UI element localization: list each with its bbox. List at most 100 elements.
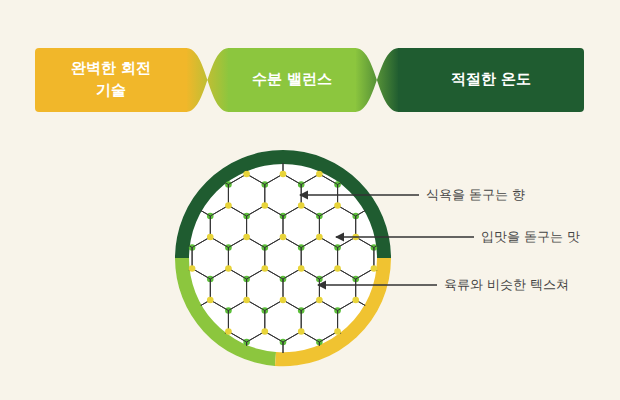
- hex-cell: [265, 237, 301, 279]
- lattice-dot: [189, 139, 196, 146]
- lattice-dot: [134, 171, 141, 178]
- hex-cell: [374, 237, 410, 279]
- lattice-dot: [225, 265, 232, 272]
- hex-cell: [301, 111, 337, 153]
- lattice-dot: [516, 307, 523, 314]
- lattice-dot: [425, 171, 432, 178]
- lattice-dot: [334, 391, 341, 398]
- hex-cell: [247, 206, 283, 248]
- hex-cell: [265, 174, 301, 216]
- hex-cell: [156, 237, 192, 279]
- hex-cell: [429, 206, 465, 248]
- lattice-dot: [371, 370, 378, 377]
- lattice-dot: [61, 234, 68, 241]
- lattice-dot: [298, 202, 305, 209]
- lattice-dot: [80, 244, 87, 251]
- hex-cell: [210, 143, 246, 185]
- lattice-dot: [98, 150, 105, 157]
- hex-cell: [319, 332, 355, 374]
- lattice-dot: [152, 181, 159, 188]
- lattice-dot: [171, 234, 178, 241]
- hex-cell: [465, 143, 501, 185]
- hex-cell: [228, 111, 264, 153]
- lattice-dot: [134, 360, 141, 367]
- hex-cell: [301, 237, 337, 279]
- lattice-dot: [371, 202, 378, 209]
- hex-cell: [174, 395, 210, 400]
- lattice-dot: [462, 360, 469, 367]
- lattice-dot: [316, 360, 323, 367]
- lattice-dot: [207, 339, 214, 346]
- lattice-dot: [407, 370, 414, 377]
- lattice-dot: [243, 360, 250, 367]
- hex-cell: [192, 174, 228, 216]
- lattice-dot: [316, 234, 323, 241]
- hex-cell: [228, 363, 264, 400]
- hex-cell: [138, 206, 174, 248]
- hex-cell: [156, 363, 192, 400]
- lattice-dot: [225, 391, 232, 398]
- lattice-dot: [171, 213, 178, 220]
- lattice-dot: [371, 181, 378, 188]
- lattice-dot: [152, 307, 159, 314]
- leader-line: [300, 194, 419, 195]
- lattice-dot: [189, 118, 196, 125]
- lattice-dot: [280, 150, 287, 157]
- hex-cell: [210, 395, 246, 400]
- hex-cell: [483, 111, 519, 153]
- lattice-dot: [189, 370, 196, 377]
- lattice-dot: [462, 297, 469, 304]
- hex-cell: [138, 332, 174, 374]
- lattice-dot: [225, 370, 232, 377]
- hex-cell: [47, 363, 83, 400]
- lattice-dot: [334, 328, 341, 335]
- lattice-dot: [352, 339, 359, 346]
- lattice-dot: [61, 213, 68, 220]
- lattice-dot: [407, 244, 414, 251]
- hex-cell: [101, 269, 137, 311]
- hex-cell: [247, 332, 283, 374]
- hex-cell: [283, 143, 319, 185]
- lattice-dot: [225, 328, 232, 335]
- lattice-dot: [134, 150, 141, 157]
- hex-cell: [392, 206, 428, 248]
- hex-cell: [265, 300, 301, 342]
- hex-cell: [138, 143, 174, 185]
- hex-cell: [119, 363, 155, 400]
- lattice-dot: [407, 118, 414, 125]
- lattice-dot: [262, 391, 269, 398]
- lattice-dot: [371, 139, 378, 146]
- lattice-dot: [189, 328, 196, 335]
- hex-cell: [483, 300, 519, 342]
- lattice-dot: [480, 328, 487, 335]
- lattice-dot: [207, 297, 214, 304]
- hex-cell: [338, 237, 374, 279]
- hex-cell: [83, 237, 119, 279]
- lattice-dot: [389, 171, 396, 178]
- lattice-dot: [334, 118, 341, 125]
- hex-cell: [356, 332, 392, 374]
- lattice-dot: [225, 139, 232, 146]
- ribbon-band: 수분 밸런스: [228, 48, 356, 112]
- lattice-dot: [98, 360, 105, 367]
- lattice-dot: [334, 370, 341, 377]
- hex-cell: [210, 332, 246, 374]
- lattice-dot: [407, 328, 414, 335]
- lattice-dot: [352, 171, 359, 178]
- lattice-dot: [80, 370, 87, 377]
- hex-cell: [338, 111, 374, 153]
- lattice-dot: [171, 360, 178, 367]
- hex-cell: [338, 363, 374, 400]
- hex-cell: [174, 269, 210, 311]
- lattice-dot: [243, 171, 250, 178]
- lattice-dot: [371, 307, 378, 314]
- hex-cell: [410, 300, 446, 342]
- lattice-dot: [298, 139, 305, 146]
- hex-cell: [283, 332, 319, 374]
- lattice-dot: [462, 213, 469, 220]
- lattice-dot: [498, 213, 505, 220]
- lattice-dot: [61, 339, 68, 346]
- lattice-dot: [262, 328, 269, 335]
- lattice-dot: [171, 339, 178, 346]
- hex-cell: [338, 300, 374, 342]
